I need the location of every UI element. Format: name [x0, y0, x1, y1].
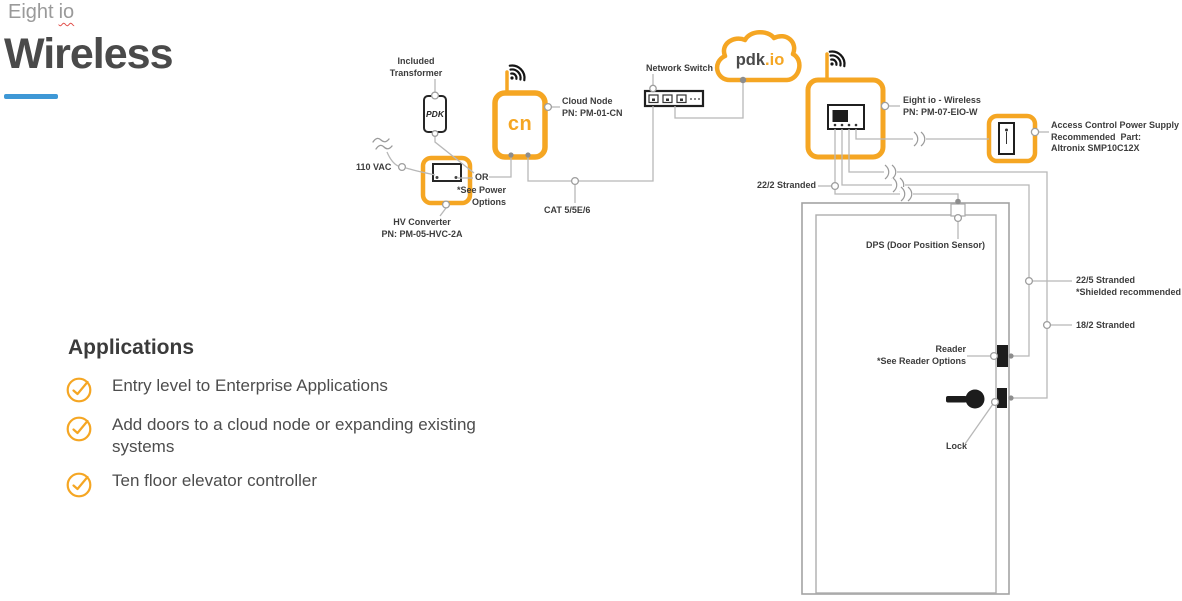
network-switch-device: [643, 89, 705, 108]
label-cat-cable: CAT 5/5E/6: [544, 205, 591, 215]
label-lock: Lock: [946, 441, 968, 451]
wire-break-symbols: [372, 131, 926, 202]
label-dps: DPS (Door Position Sensor): [866, 240, 986, 250]
label-22-5-stranded: 22/5 Stranded *Shielded recommended: [1076, 275, 1182, 297]
label-cloud-node: Cloud Node PN: PM-01-CN: [562, 96, 623, 118]
dps-sensor: [950, 198, 966, 217]
label-reader: Reader *See Reader Options: [876, 344, 966, 366]
check-circle-icon: [66, 377, 92, 403]
break: [884, 164, 897, 180]
applications-heading: Applications: [68, 336, 195, 359]
label-or: OR: [475, 172, 489, 182]
suptitle-word-misspelled: io: [58, 1, 75, 23]
wifi-signal-icon: [508, 64, 526, 82]
suptitle-word: Eight: [8, 1, 54, 23]
pdkio-accent: .io: [765, 51, 785, 69]
list-item: Ten floor elevator controller: [66, 470, 546, 498]
label-18-2-stranded: 18/2 Stranded: [1076, 320, 1136, 330]
junction-dots: [508, 76, 1014, 401]
check-circle-icon: [66, 472, 92, 498]
door-handle: [946, 389, 985, 409]
list-item-label: Entry level to Enterprise Applications: [112, 376, 388, 395]
label-pdkio: pdk.io: [718, 51, 802, 70]
list-item: Add doors to a cloud node or expanding e…: [66, 414, 546, 459]
wires: [386, 74, 1072, 445]
list-item-label: Add doors to a cloud node or expanding e…: [112, 415, 476, 457]
pdkio-dark: pdk: [735, 51, 766, 69]
cloud-node-device: [492, 64, 548, 160]
eight-io-wireless-device: [805, 50, 886, 160]
label-pdk-device: PDK: [426, 109, 444, 119]
list-item: Entry level to Enterprise Applications: [66, 375, 546, 403]
label-hv-converter: HV Converter PN: PM-05-HVC-2A: [381, 217, 463, 239]
break: [900, 186, 913, 202]
applications-section: Applications Entry level to Enterprise A…: [66, 336, 546, 509]
label-network-switch: Network Switch: [646, 63, 714, 73]
lock-device: [997, 388, 1007, 408]
break: [913, 131, 926, 147]
wifi-signal-icon: [828, 50, 846, 68]
list-item-label: Ten floor elevator controller: [112, 470, 318, 490]
label-eight-io-wireless: Eight io - Wireless PN: PM-07-EIO-W: [903, 95, 981, 117]
pdkio-cloud: [714, 30, 802, 83]
label-22-2-stranded: 22/2 Stranded: [756, 180, 816, 190]
label-power-supply: Access Control Power Supply Recommended …: [1051, 120, 1180, 154]
power-supply-device: [986, 113, 1038, 164]
connector-circles: [397, 84, 1052, 407]
check-circle-icon: [66, 416, 92, 442]
label-see-power-options: *See Power Options: [456, 185, 506, 207]
label-cn: cn: [507, 112, 533, 135]
reader-device: [997, 345, 1008, 367]
title-underline-bar: [4, 94, 58, 99]
page-title: Wireless: [4, 30, 173, 78]
label-110-vac: 110 VAC: [356, 162, 392, 172]
label-included-transformer: Included Transformer: [389, 56, 443, 78]
